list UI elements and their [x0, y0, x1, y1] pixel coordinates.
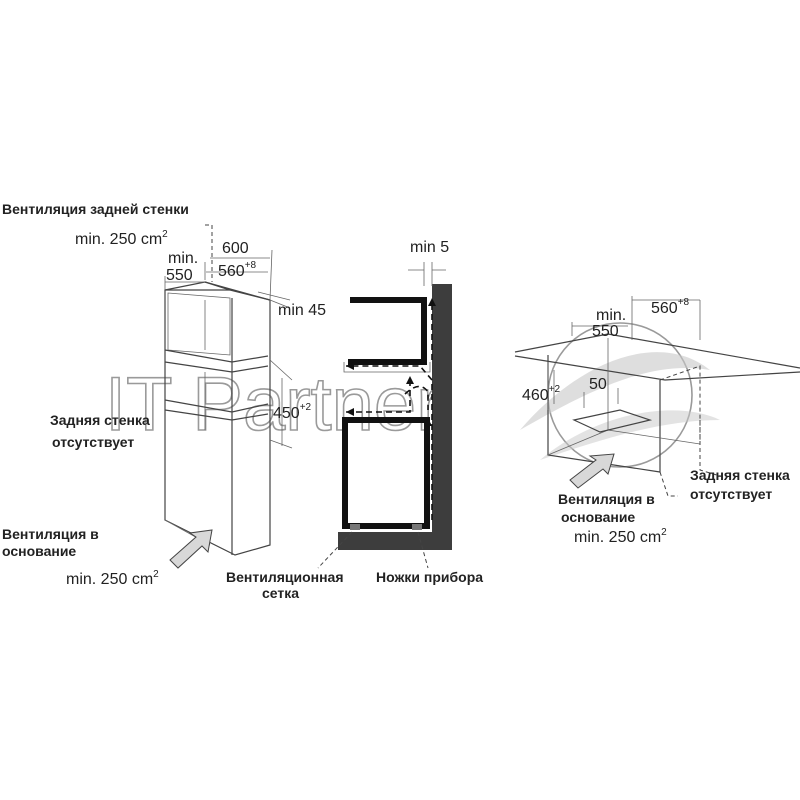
appliance-feet-label: Ножки прибора	[376, 569, 483, 585]
rear-vent-leader	[205, 224, 213, 282]
right-labels: min. 550 560+8 460+2 50 Задняя стенка от…	[522, 297, 790, 546]
oven-body	[342, 417, 430, 529]
back-missing-left-2: отсутствует	[52, 434, 134, 450]
airflow-section-drawing	[317, 262, 452, 569]
dim-min45-line	[257, 291, 291, 309]
base-vent-arrow-right	[569, 453, 615, 489]
vent-grille-label-1: Вентиляционная	[226, 569, 344, 585]
niche-bottom-leader	[659, 471, 678, 497]
dim-50: 50	[589, 376, 607, 393]
watermark-text: IT Partner	[105, 362, 442, 447]
airflow-front	[346, 378, 411, 413]
upper-compartment	[167, 292, 231, 356]
tall-cabinet-drawing	[164, 224, 293, 569]
base-vent-area-left: min. 250 cm2	[66, 569, 159, 588]
dim-460-line	[547, 362, 555, 410]
niche-side-hidden	[659, 365, 701, 444]
vent-grille-label-2: сетка	[262, 585, 299, 601]
dim-550-right: 550	[592, 323, 619, 340]
worktop-back-edge	[514, 333, 800, 369]
undercounter-niche-drawing	[514, 296, 800, 497]
base-vent-left-1: Вентиляция в	[2, 526, 99, 542]
left-labels: Вентиляция задней стенки min. 250 cm2 60…	[2, 201, 326, 588]
dim-550-right-line	[571, 296, 633, 340]
dim-550-line	[164, 276, 205, 290]
dim-450: 450+2	[273, 402, 312, 422]
dim-450-line	[269, 359, 293, 449]
niche-floor-edge	[547, 429, 609, 456]
back-missing-right-2: отсутствует	[690, 486, 772, 502]
rear-vent-title: Вентиляция задней стенки	[2, 201, 189, 217]
watermark-logo-swoosh	[520, 352, 710, 430]
dim-50-line	[583, 388, 619, 408]
watermark-logo-swoosh-lower	[540, 410, 720, 460]
shelf-1	[164, 349, 269, 363]
upper-cabinet-profile	[348, 297, 427, 365]
dim-550-left: 550	[166, 267, 193, 284]
back-missing-right-1: Задняя стенка	[690, 467, 790, 483]
base-vent-arrow-left	[169, 529, 213, 569]
watermark: IT Partner	[104, 322, 720, 468]
dim-min45: min 45	[278, 302, 326, 319]
dim-600: 600	[222, 240, 249, 257]
dim-560-right-line	[632, 299, 701, 340]
dim-600-line	[204, 249, 273, 301]
dim-560-right: 560+8	[651, 297, 690, 317]
dim-460: 460+2	[522, 384, 561, 404]
base-vent-right-2: основание	[561, 509, 635, 525]
rear-vent-area: min. 250 cm2	[75, 229, 168, 248]
wall-section	[338, 284, 452, 550]
base-vent-area-right: min. 250 cm2	[574, 527, 667, 546]
dim-min-label-left: min.	[168, 250, 198, 267]
niche-vent-slot	[572, 409, 653, 433]
worktop-front-edge	[514, 355, 800, 381]
base-vent-left-2: основание	[2, 543, 76, 559]
back-missing-right-leader	[699, 420, 721, 477]
dim-560-left: 560+8	[218, 260, 257, 280]
airflow-loop	[404, 385, 429, 410]
appliance-foot-right	[412, 524, 422, 530]
dim-min-right: min.	[596, 307, 626, 324]
vent-grille-leader	[317, 531, 353, 569]
middle-labels: min 5 Вентиляционная сетка Ножки прибора	[226, 239, 483, 601]
base-vent-right-1: Вентиляция в	[558, 491, 655, 507]
dim-min5-line	[408, 262, 446, 286]
airflow-bottom	[346, 420, 429, 529]
cabinet-top-back	[204, 281, 231, 291]
feet-leader	[417, 531, 429, 569]
airflow-rear-up	[346, 365, 433, 520]
back-missing-left-1: Задняя стенка	[50, 412, 150, 428]
mid-shelf	[343, 362, 431, 373]
appliance-foot-left	[350, 524, 360, 530]
dim-min5: min 5	[410, 239, 449, 256]
